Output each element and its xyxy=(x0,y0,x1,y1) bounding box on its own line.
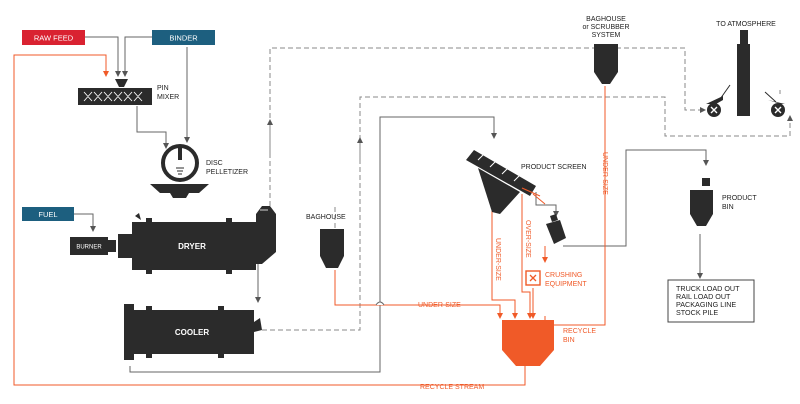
pin-mixer[interactable]: PIN MIXER xyxy=(78,79,179,105)
scrubber-system[interactable]: BAGHOUSE or SCRUBBER SYSTEM xyxy=(582,16,630,84)
raw-feed-tag[interactable]: RAW FEED xyxy=(22,30,85,45)
binder-label: BINDER xyxy=(169,34,198,43)
crushing-label-1: CRUSHING xyxy=(545,272,582,279)
baghouse[interactable]: BAGHOUSE xyxy=(306,214,346,268)
recycle-stream-label: RECYCLE STREAM xyxy=(420,384,484,391)
crushing-label-2: EQUIPMENT xyxy=(545,281,587,288)
line-hop xyxy=(375,301,385,306)
scrubber-label-2: or SCRUBBER xyxy=(582,24,629,31)
scrubber-label-3: SYSTEM xyxy=(592,32,621,39)
disc-pelletizer[interactable]: DISC PELLETIZER xyxy=(150,144,248,198)
pin-mixer-label-1: PIN xyxy=(157,85,169,92)
under-size-label-horizontal: UNDER-SIZE xyxy=(418,302,461,309)
recycle-bin[interactable]: RECYCLE BIN xyxy=(502,320,596,366)
exhaust-fan-right[interactable] xyxy=(764,91,785,117)
product-bin-label-1: PRODUCT xyxy=(722,195,757,202)
crushing-equipment[interactable]: CRUSHING EQUIPMENT xyxy=(525,270,587,288)
burner-label: BURNER xyxy=(76,245,102,251)
exhaust-fan-left[interactable] xyxy=(706,84,731,117)
product-bin[interactable]: PRODUCT BIN xyxy=(690,178,757,226)
fuel-tag[interactable]: FUEL xyxy=(22,207,74,221)
under-size-label-vertical-left: UNDER-SIZE xyxy=(494,238,501,281)
under-size-label-vertical-right: UNDER-SIZE xyxy=(601,152,608,195)
fuel-label: FUEL xyxy=(38,210,57,219)
burner[interactable]: BURNER xyxy=(70,237,116,255)
recycle-bin-label-1: RECYCLE xyxy=(563,328,596,335)
stack[interactable]: TO ATMOSPHERE xyxy=(716,21,776,116)
binder-tag[interactable]: BINDER xyxy=(152,30,215,45)
recycle-bin-label-2: BIN xyxy=(563,337,575,344)
destination-item: STOCK PILE xyxy=(676,308,718,317)
to-atmosphere-label: TO ATMOSPHERE xyxy=(716,21,776,28)
product-bin-label-2: BIN xyxy=(722,204,734,211)
splitter-hopper[interactable] xyxy=(546,214,566,244)
dryer[interactable]: DRYER xyxy=(118,206,276,274)
baghouse-label: BAGHOUSE xyxy=(306,214,346,221)
destination-item: RAIL LOAD OUT xyxy=(676,292,731,301)
dryer-label: DRYER xyxy=(178,242,206,251)
cooler[interactable]: COOLER xyxy=(124,304,262,360)
destinations-box: TRUCK LOAD OUT RAIL LOAD OUT PACKAGING L… xyxy=(667,279,755,323)
product-screen-label: PRODUCT SCREEN xyxy=(521,164,587,171)
cooler-label: COOLER xyxy=(175,328,209,337)
disc-pelletizer-label-2: PELLETIZER xyxy=(206,169,248,176)
process-lines xyxy=(74,36,709,373)
disc-pelletizer-label-1: DISC xyxy=(206,160,223,167)
destination-item: TRUCK LOAD OUT xyxy=(676,284,740,293)
destination-item: PACKAGING LINE xyxy=(676,300,736,309)
raw-feed-label: RAW FEED xyxy=(34,34,74,43)
pin-mixer-label-2: MIXER xyxy=(157,94,179,101)
over-size-label: OVER-SIZE xyxy=(524,220,531,258)
product-screen[interactable]: PRODUCT SCREEN xyxy=(466,150,587,214)
scrubber-label-1: BAGHOUSE xyxy=(586,16,626,23)
